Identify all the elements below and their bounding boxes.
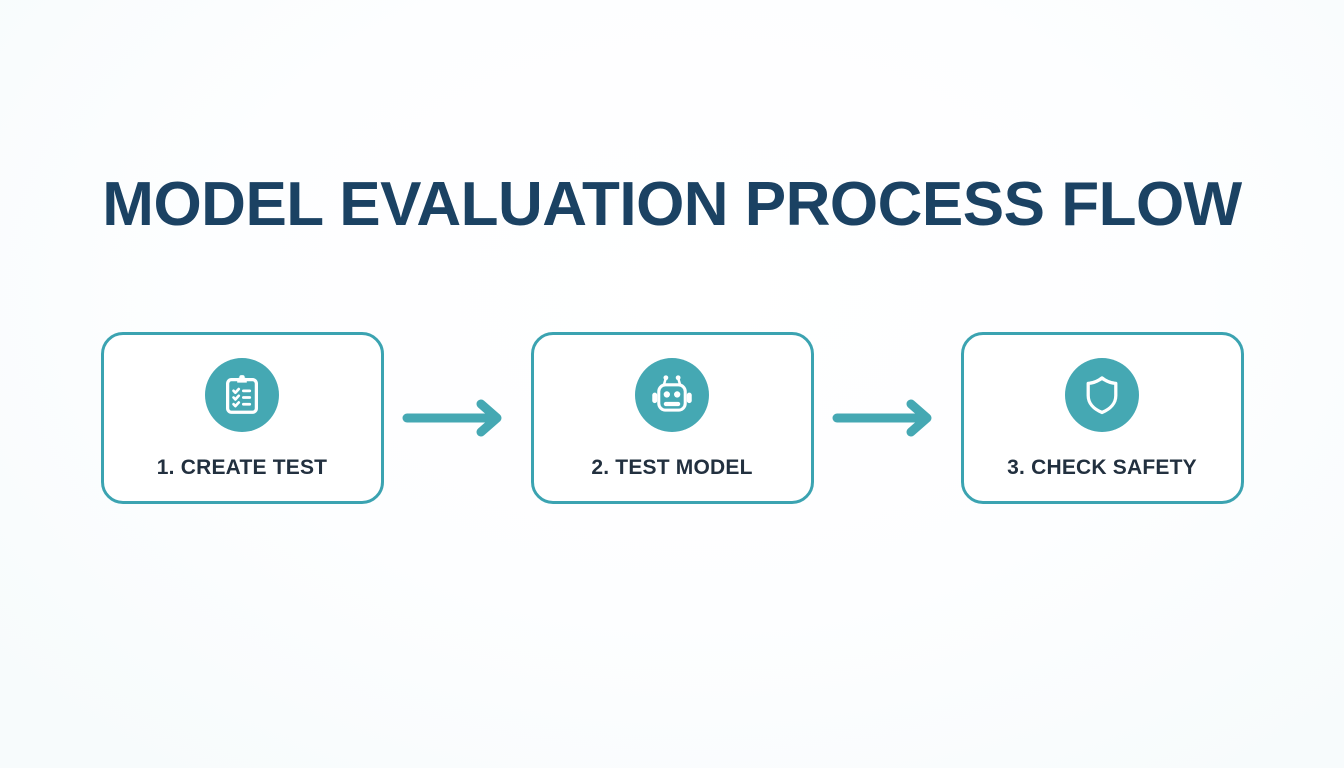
flow-connector-2 [814,388,961,448]
arrow-right-icon [832,399,932,436]
flow-step-label-2: 2. TEST MODEL [591,455,753,479]
clipboard-checklist-icon [205,357,279,432]
flow-step-card-3[interactable]: 3. CHECK SAFETY [960,331,1244,504]
flow-step-label-1: 1. CREATE TEST [156,455,328,479]
flow-step-card-2[interactable]: 2. TEST MODEL [530,331,814,504]
process-flow-row: 1. CREATE TEST [0,330,1344,505]
flow-connector-1 [384,388,531,448]
shield-icon [1065,357,1139,432]
flow-step-label-3: 3. CHECK SAFETY [1007,455,1197,479]
robot-icon [635,357,709,432]
arrow-right-icon [402,399,502,436]
flow-step-card-1[interactable]: 1. CREATE TEST [100,331,384,504]
page-title: MODEL EVALUATION PROCESS FLOW [102,170,1242,239]
